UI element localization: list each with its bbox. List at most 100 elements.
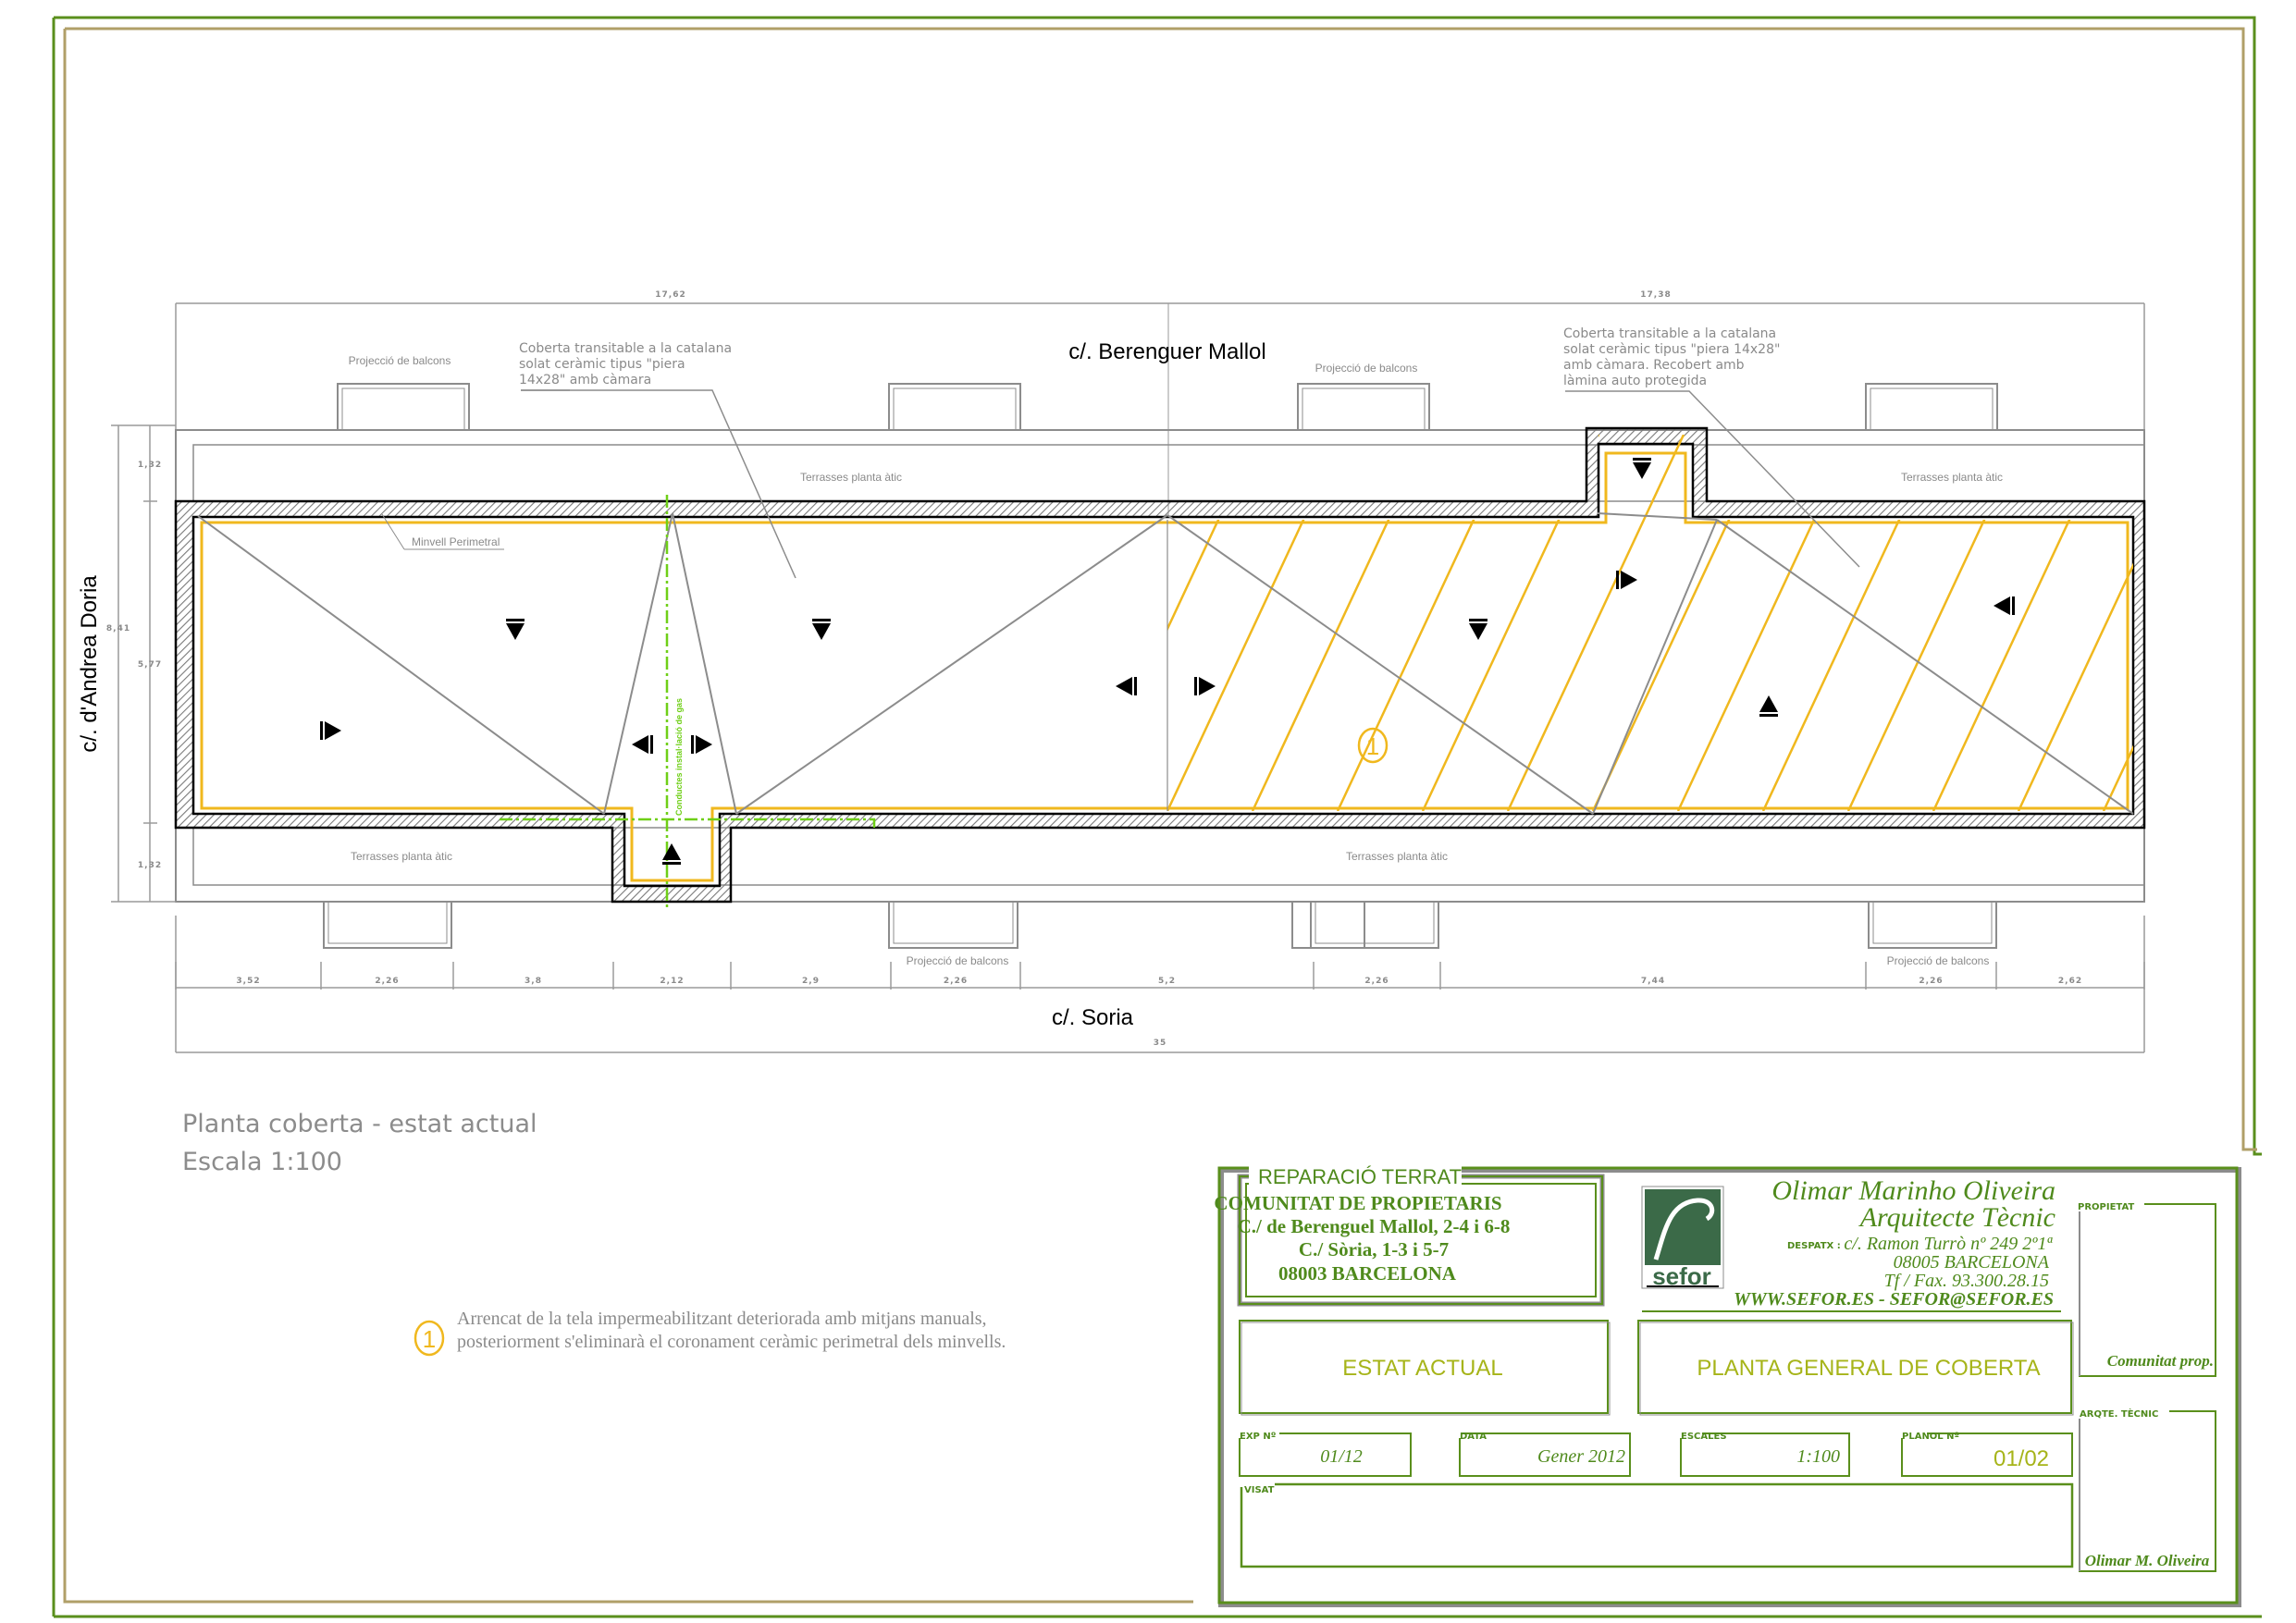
architect-info: Olimar Marinho Oliveira Arquitecte Tècni…: [1642, 1175, 2061, 1312]
street-andrea-doria: c/. d'Andrea Doria: [77, 575, 102, 753]
plan-value: 01/02: [1994, 1446, 2049, 1471]
marker-1-plan-number: 1: [1366, 732, 1379, 760]
top-dimension-left: 17,62: [655, 290, 685, 300]
hatch-line: [1846, 435, 2026, 811]
owner-label: PROPIETAT: [2078, 1202, 2134, 1212]
hatch-line: [1421, 435, 1600, 811]
client-line-2: C./ de Berenguel Mallol, 2-4 i 6-8: [1238, 1215, 1511, 1237]
slope-arrow-right-icon: [691, 735, 712, 754]
office-label: DESPATX :: [1787, 1241, 1841, 1251]
hatch-line: [1336, 435, 1515, 811]
parapet-callout: [381, 513, 504, 550]
field-date: DATA Gener 2012: [1459, 1432, 1631, 1477]
hatch-line: [487, 435, 662, 811]
terrace-label-bottom-left: Terrasses planta àtic: [351, 850, 452, 863]
bottom-dimension-value: 2,12: [660, 977, 684, 986]
hatch-line: [1591, 435, 1771, 811]
terrace-label-top-left: Terrasses planta àtic: [800, 471, 902, 484]
legend-line-2: posteriorment s'eliminarà el coronament …: [457, 1332, 1006, 1352]
bottom-dimension-value: 3,8: [525, 977, 542, 986]
note-left-line-2: solat ceràmic tipus "piera: [519, 357, 685, 372]
terrace-label-top-right: Terrasses planta àtic: [1901, 471, 2003, 484]
slope-arrow-left-icon: [632, 735, 653, 754]
slope-arrow-left-icon: [1994, 596, 2015, 615]
architect-name: Olimar Marinho Oliveira: [1771, 1175, 2055, 1206]
slope-arrow-down-icon: [1469, 619, 1487, 640]
gas-duct-label: Conductes instal·lació de gas: [674, 698, 684, 816]
slope-arrow-down-icon: [812, 619, 831, 640]
note-right-line-2: solat ceràmic tipus "piera 14x28": [1563, 342, 1780, 357]
client-line-3: C./ Sòria, 1-3 i 5-7: [1299, 1238, 1449, 1260]
terrace-label-bottom-right: Terrasses planta àtic: [1346, 850, 1448, 863]
exp-label: EXP Nº: [1240, 1432, 1277, 1442]
client-line-1: COMUNITAT DE PROPIETARIS: [1214, 1192, 1501, 1214]
drawing-title: Planta coberta - estat actual: [182, 1110, 537, 1138]
left-dimension-middle: 5,77: [138, 660, 162, 670]
hatch-line: [742, 435, 918, 811]
sheet-frame: [52, 16, 2262, 1618]
note-right-roof: Coberta transitable a la catalana solat …: [1563, 326, 1860, 568]
slope-lines: [197, 512, 2134, 815]
legend: 1 Arrencat de la tela impermeabilitzant …: [414, 1309, 1006, 1357]
field-plan-number: PLANOL Nº 01/02: [1901, 1432, 2073, 1477]
bottom-dimension-value: 2,26: [944, 977, 968, 986]
legend-marker-circle: [414, 1320, 445, 1357]
parapet-label: Minvell Perimetral: [412, 535, 500, 548]
sefor-logo: sefor: [1641, 1186, 1724, 1290]
date-value: Gener 2012: [1537, 1446, 1625, 1467]
hatch-line: [1251, 435, 1430, 811]
bottom-dimension-ticks: [175, 962, 2145, 990]
architect-web: WWW.SEFOR.ES - SEFOR@SEFOR.ES: [1734, 1289, 2054, 1309]
scale-label: ESCALES: [1681, 1432, 1727, 1442]
note-right-line-1: Coberta transitable a la catalana: [1563, 326, 1776, 341]
status-box: [1239, 1320, 1609, 1414]
slope-arrow-right-icon: [1194, 677, 1216, 695]
roof-parapet-walls: [174, 426, 2146, 904]
bottom-dimension-value: 2,26: [1919, 977, 1943, 986]
demolition-hatch-area: [401, 435, 2296, 811]
left-dimension-line: [111, 424, 176, 903]
legend-marker-number: 1: [423, 1325, 436, 1353]
plan-label: PLANOL Nº: [1902, 1432, 1960, 1442]
overall-width-dimension: 35: [1154, 1039, 1167, 1048]
balcony-label-1: Projecció de balcons: [349, 354, 451, 367]
hatch-line: [1167, 435, 1175, 811]
hatch-line: [2017, 435, 2133, 811]
project-header: REPARACIÓ TERRAT: [1258, 1165, 1462, 1188]
left-dimension-bottom: 1,32: [138, 861, 162, 870]
balcony-label-2: Projecció de balcons: [1315, 362, 1418, 375]
drawing-scale: Escala 1:100: [182, 1148, 342, 1176]
bottom-dimension-value: 7,44: [1641, 977, 1665, 986]
hatch-line: [1167, 435, 1260, 811]
street-berenguer-mallol: c/. Berenguer Mallol: [1068, 339, 1265, 364]
hatch-line: [2274, 435, 2296, 811]
balcony-projections-bottom: [323, 902, 1997, 949]
slope-arrow-right-icon: [320, 721, 341, 740]
architect-address: c/. Ramon Turrò nº 249 2º1ª: [1844, 1234, 2053, 1254]
bottom-dimension-value: 5,2: [1158, 977, 1176, 986]
hatch-line: [827, 435, 1003, 811]
legend-line-1: Arrencat de la tela impermeabilitzant de…: [457, 1309, 987, 1329]
architect-phone: Tf / Fax. 93.300.28.15: [1884, 1271, 2049, 1291]
marker-1-plan: 1: [1357, 727, 1389, 764]
top-dimension-line: [175, 302, 2145, 518]
balcony-label-4: Projecció de balcons: [1887, 954, 1990, 967]
hatch-line: [401, 435, 577, 811]
slope-arrow-up-icon: [662, 843, 681, 865]
left-dimension-total: 8,41: [106, 624, 130, 633]
note-right-line-3: amb càmara. Recobert amb: [1563, 358, 1745, 373]
hatch-line: [1506, 435, 1685, 811]
field-exp: EXP Nº 01/12: [1239, 1432, 1412, 1477]
tech-signature-box: ARQTE. TÈCNIC Olimar M. Oliveira: [2079, 1408, 2216, 1572]
slope-arrow-down-icon: [506, 619, 525, 640]
hatch-line: [1167, 435, 1345, 811]
field-scale: ESCALES 1:100: [1680, 1432, 1850, 1477]
gas-duct-line: [500, 495, 876, 911]
title-block: REPARACIÓ TERRAT COMUNITAT DE PROPIETARI…: [1214, 1165, 2241, 1607]
bottom-dimension-value: 2,9: [802, 977, 820, 986]
visat-label: VISAT: [1244, 1485, 1275, 1495]
slope-arrow-down-icon: [1633, 458, 1651, 479]
client-line-4: 08003 BARCELONA: [1278, 1262, 1457, 1285]
